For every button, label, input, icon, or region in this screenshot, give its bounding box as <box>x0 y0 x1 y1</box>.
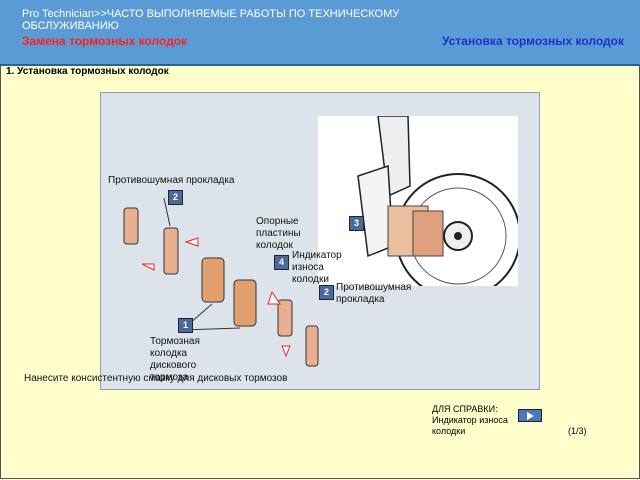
page-counter: (1/3) <box>568 426 587 436</box>
grease-note: Нанесите консистентную смазку для дисков… <box>24 373 288 384</box>
support-plate-right <box>277 299 293 337</box>
leader-line <box>163 197 171 227</box>
badge-4: 4 <box>274 255 289 270</box>
shim-outer <box>123 207 139 245</box>
parts-exploded-view <box>123 197 319 367</box>
support-plate-left <box>163 227 179 275</box>
brake-pad-right <box>233 279 257 327</box>
badge-2b: 2 <box>319 285 334 300</box>
label-support-plates: Опорные пластины колодок <box>256 216 301 251</box>
badge-3: 3 <box>349 216 364 231</box>
badge-2a: 2 <box>168 190 183 205</box>
grease-arrow-icon <box>141 263 155 271</box>
header-bar: Pro Technician>>ЧАСТО ВЫПОЛНЯЕМЫЕ РАБОТЫ… <box>0 0 640 66</box>
section-title: Замена тормозных колодок <box>22 34 188 48</box>
grease-arrow-icon <box>281 345 291 358</box>
reference-link[interactable]: Индикатор износа колодки <box>432 415 508 436</box>
play-reference-button[interactable] <box>518 409 542 422</box>
grease-arrow-icon <box>184 237 199 247</box>
brake-pad-left <box>201 257 225 303</box>
badge-1: 1 <box>178 318 193 333</box>
grease-arrow-icon <box>267 290 281 305</box>
label-wear-indicator: Индикатор износа колодки <box>292 250 342 285</box>
reference-label: ДЛЯ СПРАВКИ: <box>432 404 498 414</box>
breadcrumb[interactable]: Pro Technician>>ЧАСТО ВЫПОЛНЯЕМЫЕ РАБОТЫ… <box>22 8 400 32</box>
page-title: Установка тормозных колодок <box>442 34 624 48</box>
step-heading: 1. Установка тормозных колодок <box>6 66 169 77</box>
reference-block: ДЛЯ СПРАВКИ: Индикатор износа колодки <box>432 404 512 437</box>
label-shim-top: Противошумная прокладка <box>108 175 235 186</box>
label-shim-right: Противошумная прокладка <box>336 282 412 305</box>
label-brake-pad: Тормозная колодка дискового тормоза <box>150 336 200 383</box>
shim-inner <box>305 325 319 367</box>
